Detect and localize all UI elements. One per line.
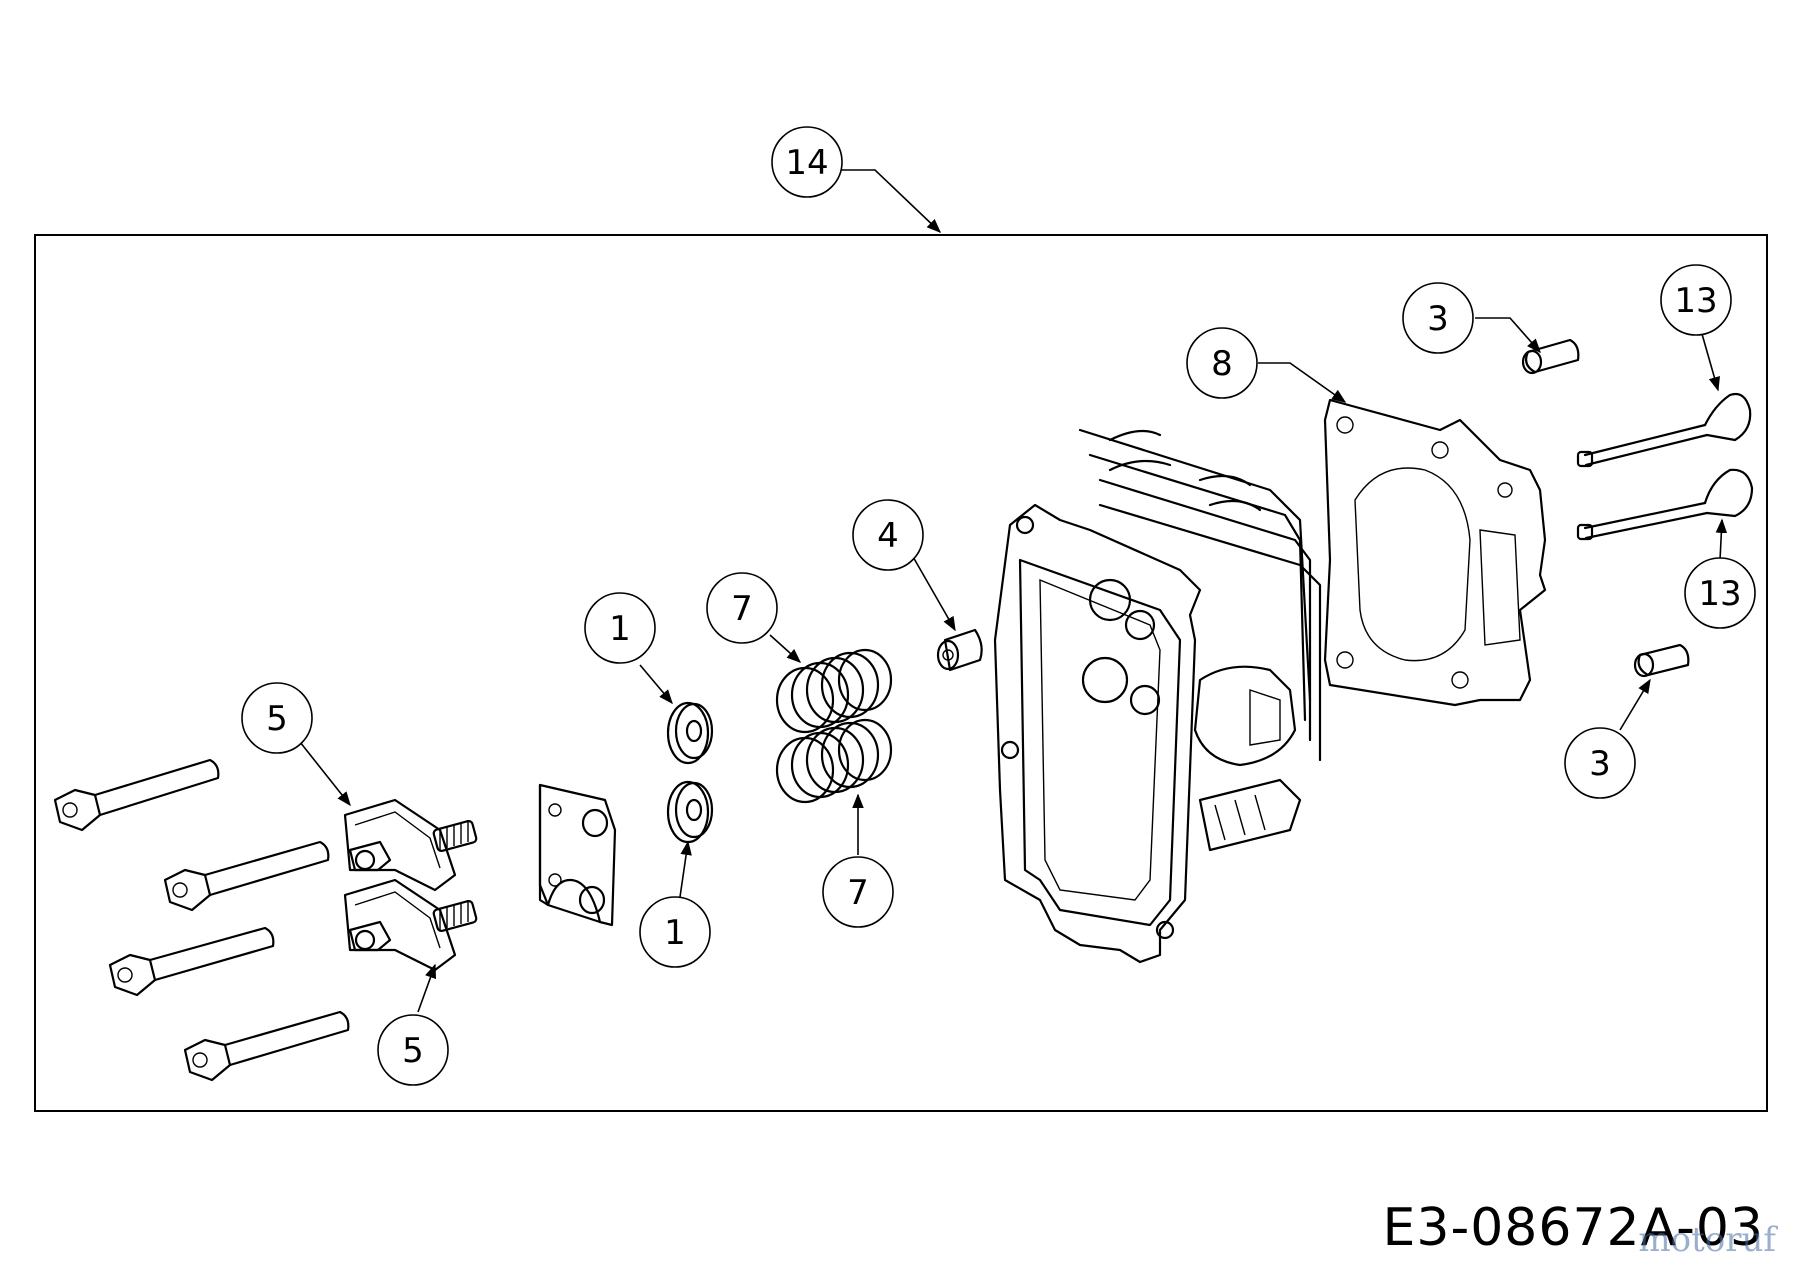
valve-exhaust <box>1576 468 1754 541</box>
svg-text:8: 8 <box>1211 344 1233 384</box>
callout-8: 8 <box>1186 327 1258 399</box>
callout-13-top: 13 <box>1660 264 1732 336</box>
valve-spring-bottom <box>775 718 893 804</box>
callout-7-bottom: 7 <box>822 856 894 928</box>
watermark-logo: motoruf <box>1638 1220 1776 1260</box>
svg-text:1: 1 <box>609 609 631 649</box>
callout-5-top: 5 <box>241 682 313 754</box>
push-rod-guide-plate <box>538 783 617 927</box>
assembly-frame <box>34 234 1768 1112</box>
svg-text:14: 14 <box>785 143 828 183</box>
head-bolt-2 <box>163 840 330 912</box>
svg-text:7: 7 <box>731 589 753 629</box>
callout-7-top: 7 <box>706 572 778 644</box>
callout-4: 4 <box>852 499 924 571</box>
svg-text:1: 1 <box>664 913 686 953</box>
head-bolt-3 <box>108 926 275 997</box>
svg-text:5: 5 <box>402 1031 424 1071</box>
svg-text:3: 3 <box>1427 299 1449 339</box>
svg-text:3: 3 <box>1589 744 1611 784</box>
callout-1-bottom: 1 <box>639 896 711 968</box>
head-gasket <box>1323 398 1547 707</box>
leader-lines <box>299 169 1728 1013</box>
svg-text:13: 13 <box>1698 574 1741 614</box>
drawing-number: E3-08672A-03 <box>1382 1198 1764 1258</box>
head-bolt-1 <box>53 758 220 832</box>
cylinder-head <box>993 428 1322 964</box>
valve-stem-seal <box>936 628 983 672</box>
spring-retainer-bottom <box>666 780 714 844</box>
valve-intake <box>1576 392 1752 468</box>
callout-1-top: 1 <box>584 592 656 664</box>
valve-guide-top <box>1521 338 1580 375</box>
spring-retainer-top <box>666 701 714 765</box>
callout-5-bottom: 5 <box>377 1014 449 1086</box>
valve-spring-top <box>775 648 893 734</box>
svg-text:7: 7 <box>847 873 869 913</box>
svg-text:5: 5 <box>266 699 288 739</box>
svg-text:13: 13 <box>1674 281 1717 321</box>
head-bolt-4 <box>183 1010 350 1082</box>
callout-13-bottom: 13 <box>1684 557 1756 629</box>
callout-14: 14 <box>771 126 843 198</box>
rocker-arm-top <box>343 798 478 892</box>
rocker-arm-bottom <box>343 878 478 972</box>
valve-guide-bottom <box>1633 643 1690 678</box>
callout-3-top: 3 <box>1402 282 1474 354</box>
callout-3-bottom: 3 <box>1564 727 1636 799</box>
svg-text:4: 4 <box>877 516 899 556</box>
